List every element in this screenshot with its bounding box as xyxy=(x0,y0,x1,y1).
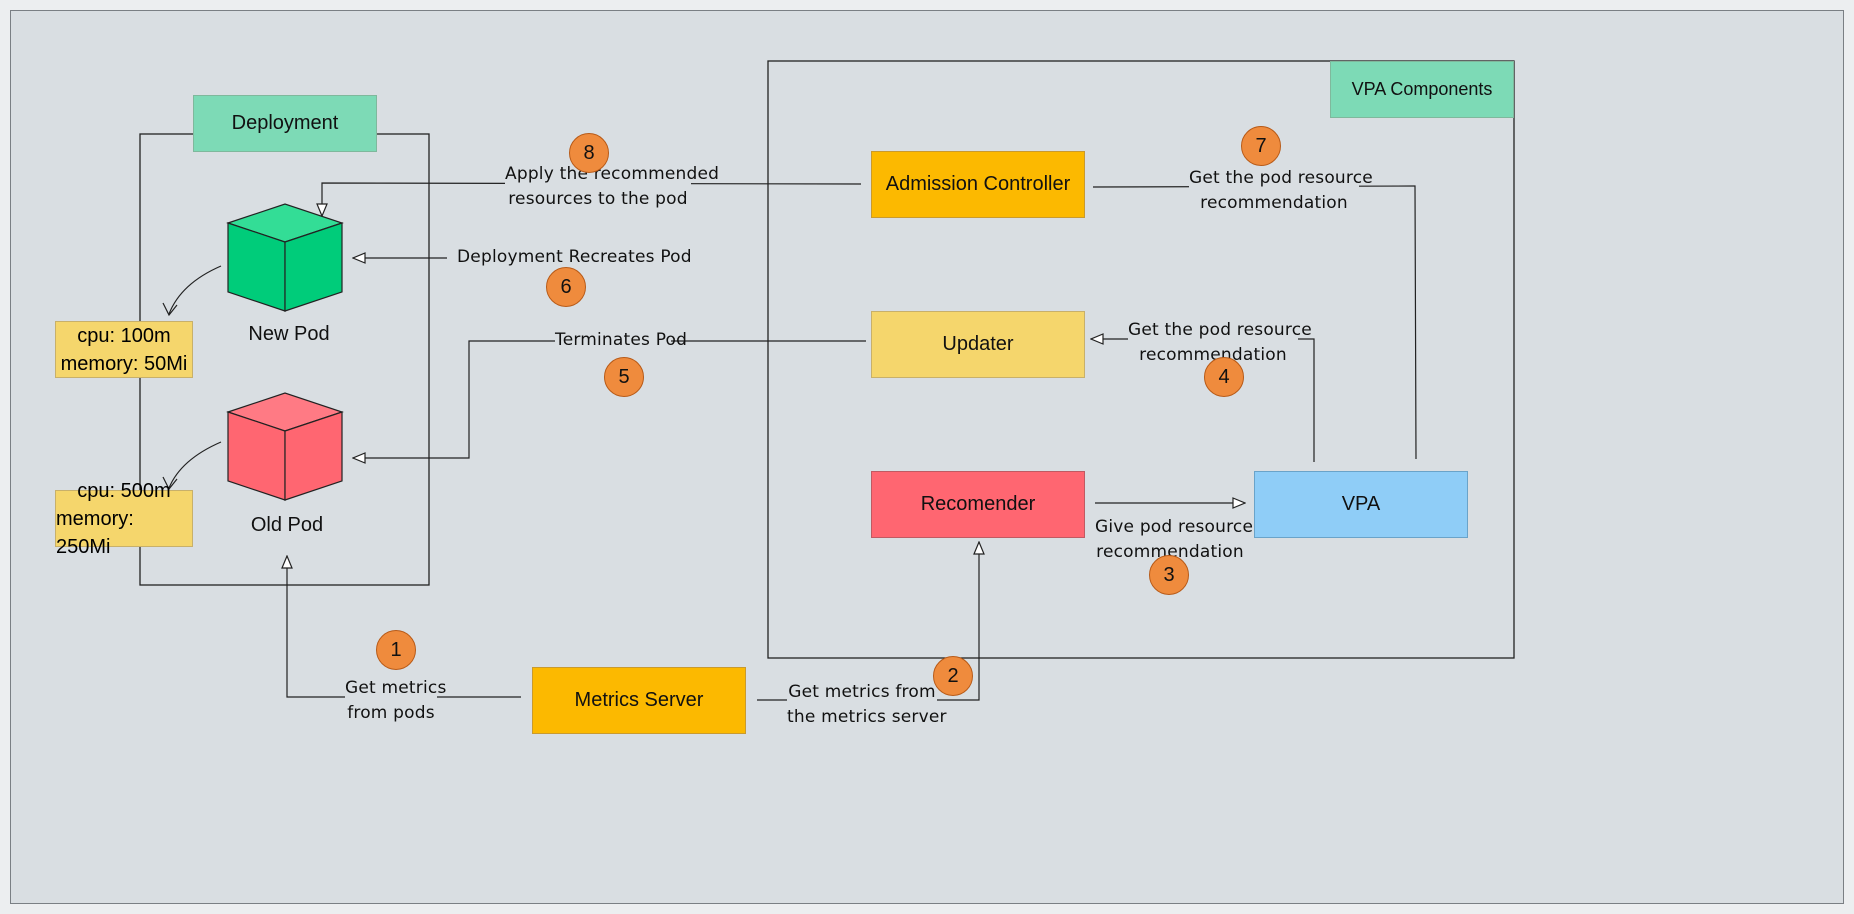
vpa-box: VPA xyxy=(1254,471,1468,538)
new-pod-cpu: cpu: 100m xyxy=(77,324,171,347)
old-pod-resources: cpu: 500m memory: 250Mi xyxy=(55,480,193,558)
old-pod-cpu: cpu: 500m xyxy=(77,479,171,502)
new-pod-resource-arrow xyxy=(168,265,222,315)
new-pod-resources: cpu: 100m memory: 50Mi xyxy=(55,321,193,378)
step-4-badge: 4 xyxy=(1204,357,1244,397)
recommender-box: Recomender xyxy=(871,471,1085,538)
old-pod-memory: memory: 250Mi xyxy=(56,507,134,558)
step-1-badge: 1 xyxy=(376,630,416,670)
edge-step-1 xyxy=(287,556,521,698)
old-pod-label: Old Pod xyxy=(250,514,324,536)
step-2-badge: 2 xyxy=(933,656,973,696)
updater-box: Updater xyxy=(871,311,1085,378)
deployment-header: Deployment xyxy=(193,95,377,152)
metrics-server-box: Metrics Server xyxy=(532,667,746,734)
new-pod-cube xyxy=(226,203,344,312)
step-3-badge: 3 xyxy=(1149,555,1189,595)
step-5-label: Terminates Pod xyxy=(555,328,687,353)
step-6-badge: 6 xyxy=(546,267,586,307)
step-5-badge: 5 xyxy=(604,357,644,397)
old-pod-cube xyxy=(226,392,344,501)
new-pod-memory: memory: 50Mi xyxy=(60,352,188,375)
diagram-canvas: Deployment VPA Components New Pod Old Po… xyxy=(10,10,1844,904)
admission-controller-box: Admission Controller xyxy=(871,151,1085,218)
vpa-components-container xyxy=(767,60,1515,659)
edge-step-5 xyxy=(353,340,866,458)
new-pod-label: New Pod xyxy=(248,323,330,345)
old-pod-resource-arrow xyxy=(168,441,222,489)
step-8-badge: 8 xyxy=(569,133,609,173)
vpa-components-header: VPA Components xyxy=(1330,61,1514,118)
step-6-label: Deployment Recreates Pod xyxy=(457,247,692,267)
step-7-badge: 7 xyxy=(1241,126,1281,166)
connector-layer xyxy=(139,60,1515,701)
